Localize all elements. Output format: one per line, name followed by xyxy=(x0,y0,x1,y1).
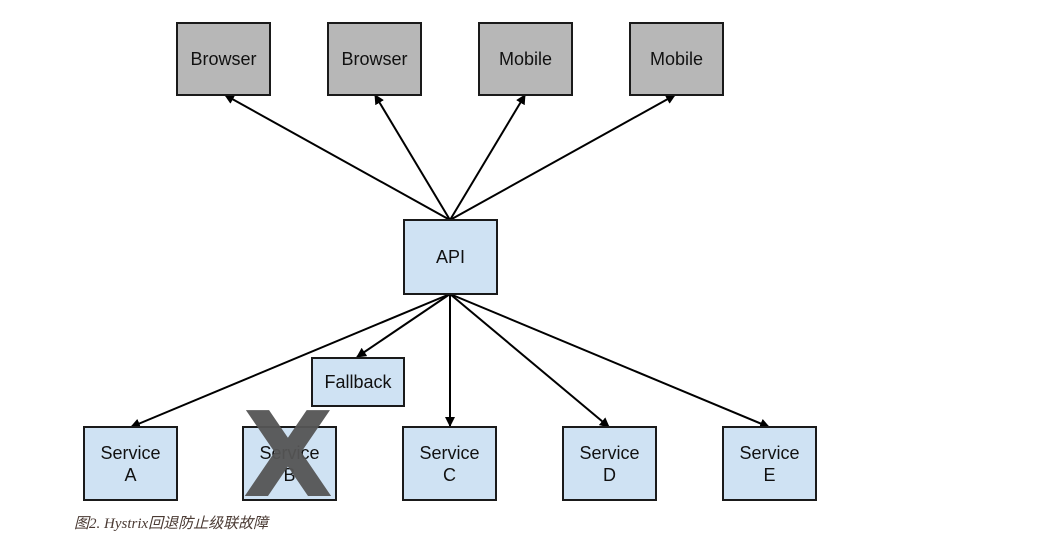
arrow-api-to-service-e xyxy=(449,293,770,429)
service-label-line1: Service xyxy=(419,442,480,463)
service-label-line2: A xyxy=(124,464,137,485)
service-a-node: Service A xyxy=(83,426,178,501)
client-label: Mobile xyxy=(498,49,553,69)
service-label-line2: D xyxy=(603,464,616,485)
client-label: Browser xyxy=(190,49,257,69)
fallback-label: Fallback xyxy=(324,372,392,392)
arrow-api-to-browser-1 xyxy=(224,94,451,221)
service-label-line1: Service xyxy=(579,442,640,463)
client-mobile-2: Mobile xyxy=(629,22,724,96)
service-label-line1: Service xyxy=(259,442,320,463)
service-d-node: Service D xyxy=(562,426,657,501)
client-mobile-1: Mobile xyxy=(478,22,573,96)
arrow-api-to-fallback xyxy=(356,293,451,358)
client-browser-1: Browser xyxy=(176,22,271,96)
figure-caption: 图2. Hystrix回退防止级联故障 xyxy=(74,516,269,532)
client-label: Mobile xyxy=(649,49,704,69)
arrow-api-to-mobile-2 xyxy=(449,94,676,221)
client-browser-2: Browser xyxy=(327,22,422,96)
arrow-api-to-mobile-1 xyxy=(449,94,526,221)
client-label: Browser xyxy=(341,49,408,69)
api-label: API xyxy=(435,247,465,267)
api-node: API xyxy=(403,219,498,295)
fallback-node: Fallback xyxy=(311,357,405,407)
service-c-node: Service C xyxy=(402,426,497,501)
failure-x-icon: X xyxy=(242,386,334,524)
service-label-line1: Service xyxy=(100,442,161,463)
service-label-line1: Service xyxy=(739,442,800,463)
arrow-api-to-service-a xyxy=(130,293,451,429)
arrow-api-to-browser-2 xyxy=(374,94,451,221)
service-label-line2: E xyxy=(763,464,776,485)
service-label-line2: B xyxy=(283,464,296,485)
service-label-line2: C xyxy=(443,464,456,485)
service-b-node: Service B xyxy=(242,426,337,501)
service-e-node: Service E xyxy=(722,426,817,501)
arrow-api-to-service-d xyxy=(449,293,610,428)
